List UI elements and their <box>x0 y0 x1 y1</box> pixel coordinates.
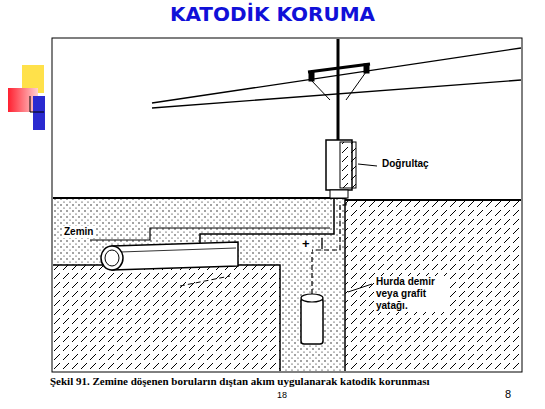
anode-bed-label: Hurda demir veya grafit yatağı. <box>374 276 450 312</box>
power-line <box>152 39 521 145</box>
figure-caption: Şekil 91. Zemine döşenen boruların dışta… <box>50 375 430 387</box>
cables <box>200 196 346 294</box>
slide-number: 8 <box>505 388 511 401</box>
polarity-sign: + <box>300 236 312 252</box>
decoration <box>8 65 45 130</box>
device-label: Doğrultaç <box>380 158 431 170</box>
anode <box>301 294 323 344</box>
leader-lines <box>348 164 377 292</box>
page-title: KATODİK KORUMA <box>0 2 545 26</box>
pipe <box>101 242 238 270</box>
ground-section <box>53 198 521 371</box>
ground-label: Zemin <box>62 226 95 238</box>
page-number: 18 <box>277 390 287 401</box>
rectifier <box>326 140 356 198</box>
figure-frame <box>52 38 522 372</box>
